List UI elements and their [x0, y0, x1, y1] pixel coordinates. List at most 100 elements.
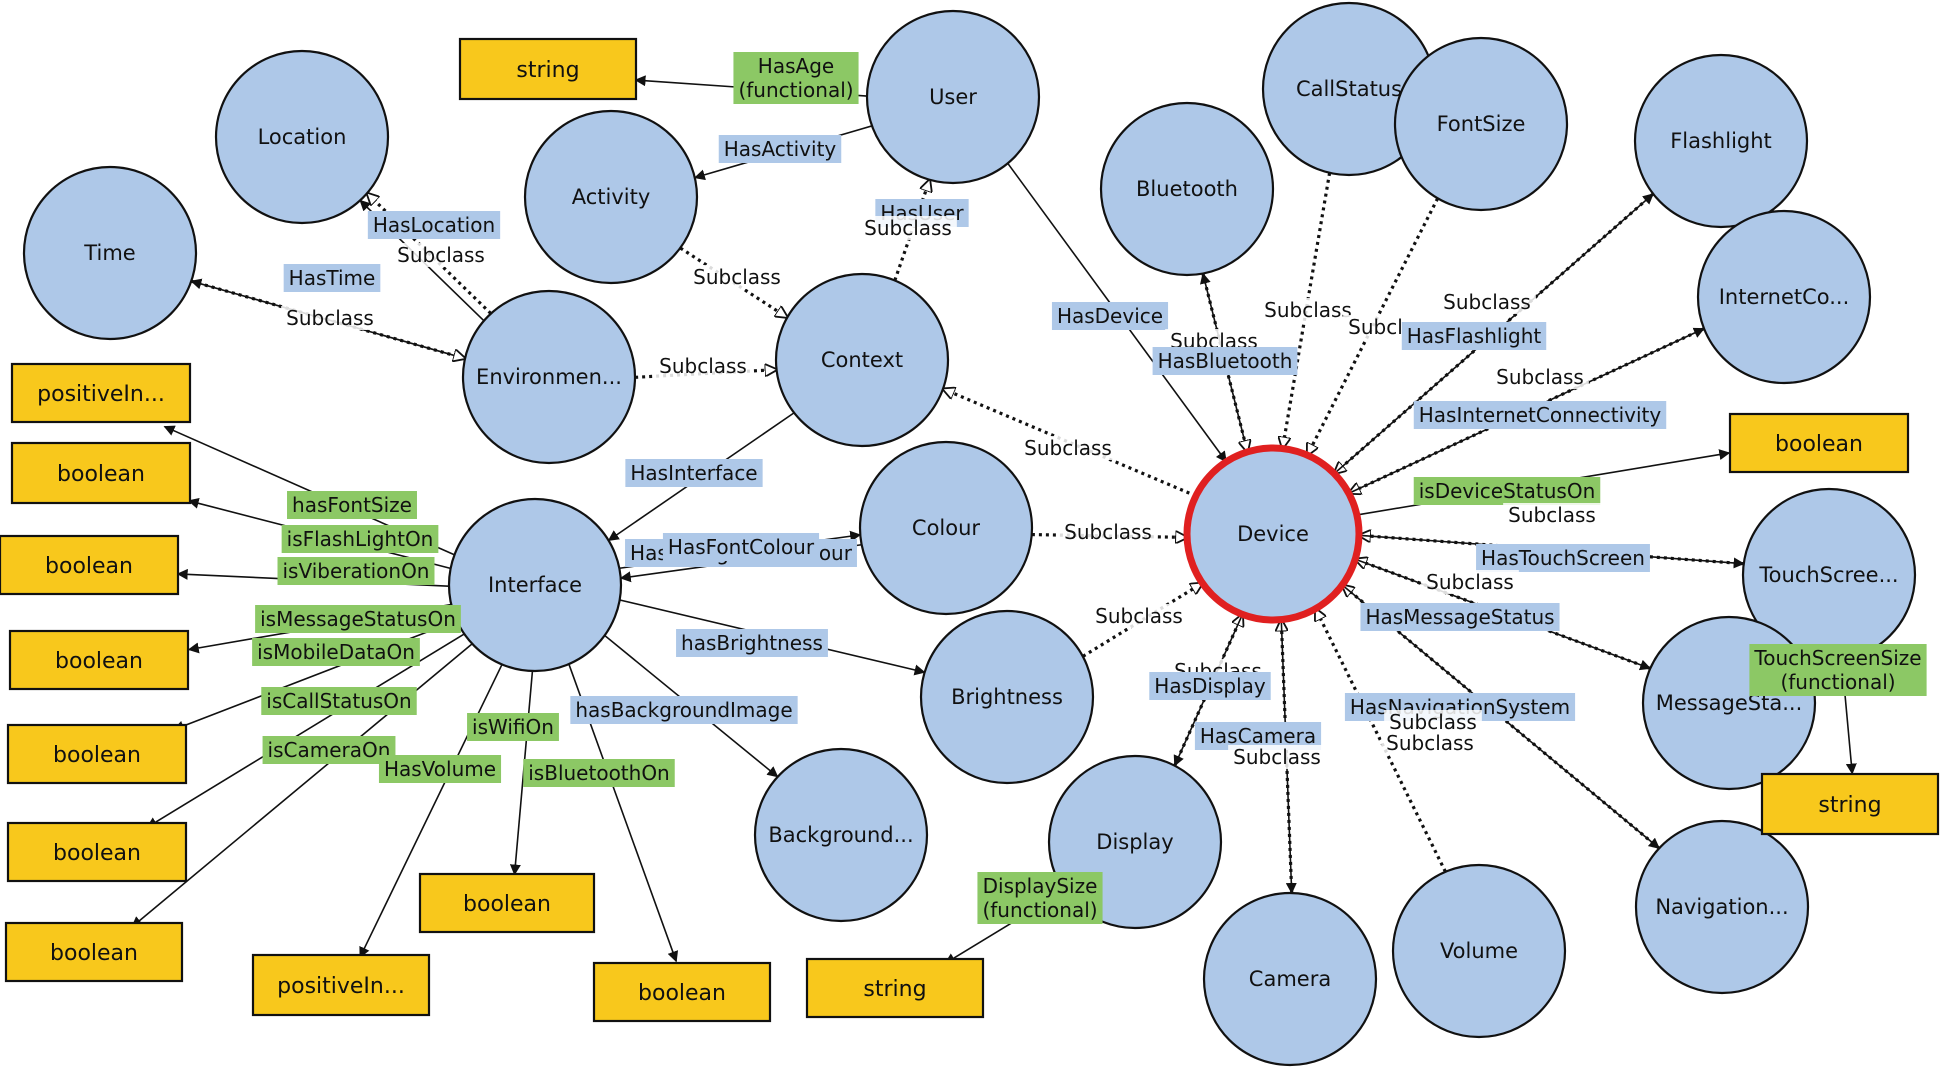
class-node-messagesta[interactable]: MessageSta...: [1641, 615, 1817, 791]
datatype-label: boolean: [53, 841, 141, 866]
edge-label-subclass-msg: Subclass: [1421, 570, 1519, 594]
edge-label-background: [252, 638, 420, 666]
class-node-environment[interactable]: Environmen...: [461, 289, 637, 465]
class-circle: [1393, 36, 1569, 212]
edge-label-background: [662, 533, 820, 561]
edge-label-background: [255, 605, 461, 633]
datatype-box-dt-boolean-1[interactable]: boolean: [10, 441, 192, 505]
class-node-bluetooth[interactable]: Bluetooth: [1099, 101, 1275, 277]
datatype-rect: [10, 362, 192, 424]
class-label: Volume: [1440, 939, 1518, 963]
edge-label-ismessagestatuson: isMessageStatusOn: [255, 605, 461, 633]
class-node-touchscreen[interactable]: TouchScree...: [1741, 487, 1917, 663]
datatype-box-dt-boolean-device[interactable]: boolean: [1728, 412, 1910, 474]
edge-label-text: HasTime: [289, 266, 376, 290]
datatype-label: boolean: [638, 981, 726, 1006]
edge-label-background: [378, 755, 502, 783]
subclass-edge-brightness-to-device: [1082, 583, 1202, 658]
edge-label-text: isBluetoothOn: [528, 761, 669, 785]
datatype-label: string: [1818, 793, 1881, 818]
edge-label-text: HasTouchScreen: [1481, 546, 1645, 570]
datatype-box-dt-positive-1[interactable]: positiveIn...: [10, 362, 192, 424]
class-node-time[interactable]: Time: [22, 165, 198, 341]
class-node-internetco[interactable]: InternetCo...: [1696, 209, 1872, 385]
class-node-device[interactable]: Device: [1183, 444, 1363, 624]
edge-label-hasdevice: HasDevice: [1051, 302, 1169, 330]
edge-label-background: [1421, 570, 1519, 594]
edge-label-hasfontcolour: HasFontColour: [662, 533, 820, 561]
edge-label-background: [1051, 302, 1169, 330]
edge-label-text: Subclass: [659, 354, 747, 378]
datatype-label: string: [516, 58, 579, 83]
class-node-camera[interactable]: Camera: [1202, 891, 1378, 1067]
datatype-rect: [805, 957, 985, 1019]
class-node-context[interactable]: Context: [774, 272, 950, 448]
edge-label-ismobiledataon: isMobileDataOn: [252, 638, 420, 666]
class-node-activity[interactable]: Activity: [523, 109, 699, 285]
class-node-user[interactable]: User: [865, 9, 1041, 185]
class-label: Camera: [1249, 967, 1331, 991]
edge-label-subclass-nav: Subclass: [1381, 731, 1479, 755]
edge-label-background: [392, 243, 490, 267]
class-circle: [753, 747, 929, 923]
class-node-interface[interactable]: Interface: [447, 497, 623, 673]
edge-label-text: isMobileDataOn: [257, 640, 415, 664]
edge-label-background: [1381, 731, 1479, 755]
edge-label-background: [688, 265, 786, 289]
class-label: InternetCo...: [1719, 285, 1850, 309]
edge-label-subclass-env: Subclass: [654, 354, 752, 378]
edge-label-hasfontsize: hasFontSize: [287, 491, 417, 519]
edge-label-hasage: HasAge(functional): [733, 52, 859, 104]
edge-label-text: hasFontSize: [292, 493, 412, 517]
edge-label-text: isCameraOn: [268, 738, 391, 762]
edge-label-subclass-camera: Subclass: [1228, 745, 1326, 769]
edge-label-displaysize: DisplaySize(functional): [977, 872, 1103, 924]
edge-label-background: [1749, 644, 1927, 696]
class-circle: [858, 440, 1034, 616]
datatype-label: positiveIn...: [277, 974, 405, 999]
datatype-box-dt-boolean-wifi[interactable]: boolean: [418, 872, 596, 934]
class-node-background[interactable]: Background...: [753, 747, 929, 923]
class-node-fontsize[interactable]: FontSize: [1393, 36, 1569, 212]
datatype-box-dt-boolean-3[interactable]: boolean: [8, 629, 190, 691]
class-label: Time: [83, 241, 135, 265]
edge-label-text: isCallStatusOn: [266, 689, 411, 713]
datatype-box-dt-boolean-5[interactable]: boolean: [6, 821, 188, 883]
datatype-box-dt-boolean-2[interactable]: boolean: [0, 534, 180, 596]
edge-label-background: [1413, 477, 1601, 505]
class-circle: [919, 609, 1095, 785]
edge-label-text: HasActivity: [724, 137, 837, 161]
class-node-volume[interactable]: Volume: [1391, 863, 1567, 1039]
class-label: User: [929, 85, 977, 109]
class-node-brightness[interactable]: Brightness: [919, 609, 1095, 785]
edge-label-text: hasBrightness: [681, 631, 823, 655]
class-node-location[interactable]: Location: [214, 49, 390, 225]
edge-label-hastime: HasTime: [283, 264, 381, 292]
datatype-label: boolean: [45, 554, 133, 579]
datatype-box-dt-string-display[interactable]: string: [805, 957, 985, 1019]
datatype-rect: [10, 441, 192, 505]
edge-label-hasbrightness: hasBrightness: [676, 629, 828, 657]
datatype-box-dt-string-touch[interactable]: string: [1760, 772, 1940, 836]
class-node-colour[interactable]: Colour: [858, 440, 1034, 616]
datatype-box-dt-positive-2[interactable]: positiveIn...: [251, 953, 431, 1017]
edge-label-text: Subclass: [1508, 503, 1596, 527]
edge-label-isflashlighton: isFlashLightOn: [281, 525, 439, 553]
edge-label-background: [977, 872, 1103, 924]
edge-label-text: HasLocation: [373, 213, 495, 237]
datatype-box-dt-boolean-4[interactable]: boolean: [6, 723, 188, 785]
class-node-navigation[interactable]: Navigation...: [1634, 819, 1810, 995]
edge-label-text: HasVolume: [384, 757, 496, 781]
class-node-flashlight[interactable]: Flashlight: [1633, 53, 1809, 229]
edge-label-background: [654, 354, 752, 378]
datatype-box-dt-string-user[interactable]: string: [458, 37, 638, 101]
class-label: Brightness: [951, 685, 1063, 709]
edge-label-hasbackgroundimage: hasBackgroundImage: [570, 696, 798, 724]
datatype-box-dt-boolean-bt[interactable]: boolean: [592, 961, 772, 1023]
class-node-callstatus[interactable]: CallStatus: [1261, 1, 1437, 177]
edge-label-background: [570, 696, 798, 724]
class-circle: [774, 272, 950, 448]
edge-label-text: TouchScreenSize: [1753, 646, 1921, 670]
datatype-box-dt-boolean-6[interactable]: boolean: [4, 921, 184, 983]
datatype-label: boolean: [50, 941, 138, 966]
